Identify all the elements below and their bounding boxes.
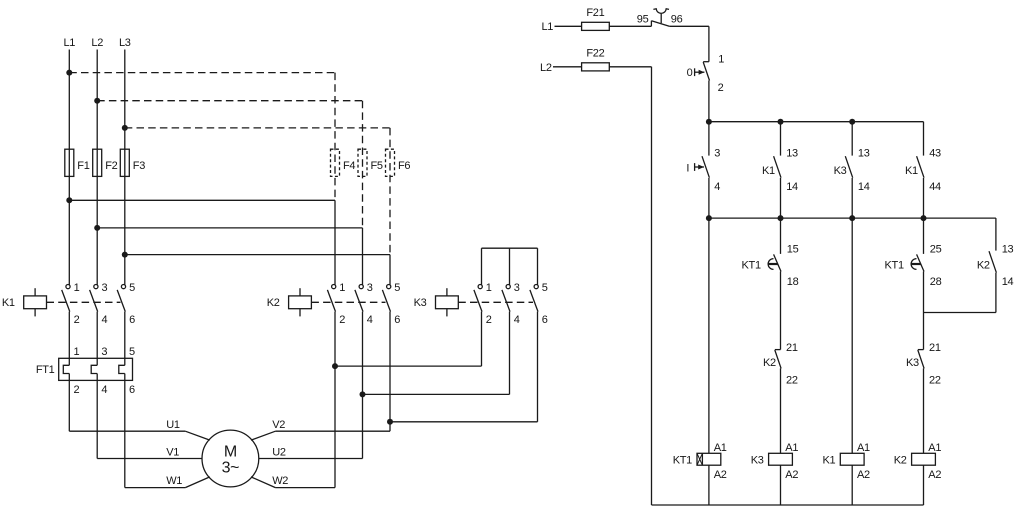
svg-text:13: 13 [1002,244,1014,256]
svg-text:14: 14 [786,181,798,193]
svg-text:1: 1 [74,282,80,294]
svg-text:A2: A2 [785,469,798,481]
svg-text:KT1: KT1 [885,259,904,271]
svg-text:KT1: KT1 [673,454,692,466]
svg-text:25: 25 [930,244,942,256]
svg-text:F5: F5 [371,160,383,172]
svg-text:4: 4 [102,314,108,326]
svg-text:F2: F2 [105,160,117,172]
svg-text:A2: A2 [714,469,727,481]
svg-text:K3: K3 [834,165,847,177]
svg-text:L1: L1 [63,37,75,49]
svg-text:KT1: KT1 [742,259,761,271]
svg-text:5: 5 [394,282,400,294]
svg-text:3: 3 [514,282,520,294]
svg-text:K2: K2 [763,357,776,369]
svg-text:44: 44 [929,181,941,193]
svg-text:3~: 3~ [222,459,240,476]
svg-text:F22: F22 [586,47,604,59]
svg-text:K2: K2 [267,297,280,309]
svg-text:F6: F6 [398,160,410,172]
svg-text:13: 13 [858,148,870,160]
svg-text:L3: L3 [119,37,131,49]
svg-text:W1: W1 [166,475,182,487]
svg-text:14: 14 [858,181,870,193]
svg-text:6: 6 [394,314,400,326]
svg-text:15: 15 [787,244,799,256]
svg-text:V1: V1 [166,446,179,458]
svg-text:28: 28 [930,276,942,288]
svg-text:U1: U1 [166,419,180,431]
svg-text:K3: K3 [751,454,764,466]
svg-text:A2: A2 [857,469,870,481]
svg-text:L2: L2 [91,37,103,49]
svg-text:V2: V2 [272,419,285,431]
svg-text:5: 5 [542,282,548,294]
svg-text:K1: K1 [822,454,835,466]
svg-text:K2: K2 [894,454,907,466]
svg-text:18: 18 [787,276,799,288]
svg-text:FT1: FT1 [36,364,55,376]
svg-text:L1: L1 [541,21,553,33]
svg-text:3: 3 [714,148,720,160]
svg-text:I: I [686,163,689,175]
svg-text:13: 13 [786,148,798,160]
svg-text:22: 22 [786,375,798,387]
svg-text:A1: A1 [785,442,798,454]
svg-text:6: 6 [129,314,135,326]
svg-text:2: 2 [339,314,345,326]
svg-text:A2: A2 [928,469,941,481]
svg-text:F3: F3 [133,160,145,172]
svg-text:4: 4 [514,314,520,326]
svg-text:A1: A1 [928,442,941,454]
svg-text:K3: K3 [414,297,427,309]
svg-text:0: 0 [687,67,693,79]
svg-text:M: M [224,443,237,460]
svg-text:1: 1 [339,282,345,294]
svg-text:2: 2 [718,82,724,94]
svg-text:W2: W2 [272,475,288,487]
svg-text:6: 6 [129,384,135,396]
svg-text:K1: K1 [762,165,775,177]
svg-text:14: 14 [1002,276,1014,288]
svg-text:4: 4 [367,314,373,326]
svg-text:4: 4 [101,384,107,396]
svg-text:2: 2 [74,384,80,396]
svg-text:1: 1 [718,54,724,66]
svg-text:K1: K1 [905,165,918,177]
svg-text:1: 1 [486,282,492,294]
svg-text:2: 2 [74,314,80,326]
svg-text:A1: A1 [857,442,870,454]
svg-text:4: 4 [714,181,720,193]
svg-text:6: 6 [542,314,548,326]
svg-text:F1: F1 [77,160,89,172]
svg-text:K2: K2 [977,259,990,271]
svg-text:U2: U2 [272,446,286,458]
svg-text:3: 3 [367,282,373,294]
svg-text:1: 1 [74,346,80,358]
svg-text:3: 3 [101,346,107,358]
svg-text:96: 96 [671,13,683,25]
svg-text:21: 21 [929,342,941,354]
svg-text:22: 22 [929,375,941,387]
svg-text:L2: L2 [540,62,552,74]
svg-text:2: 2 [486,314,492,326]
svg-text:21: 21 [786,342,798,354]
svg-text:F21: F21 [586,7,604,19]
svg-text:3: 3 [102,282,108,294]
svg-text:95: 95 [637,13,649,25]
svg-text:K3: K3 [906,357,919,369]
svg-text:F4: F4 [343,160,355,172]
svg-text:5: 5 [129,282,135,294]
svg-text:5: 5 [129,346,135,358]
svg-text:A1: A1 [714,442,727,454]
svg-text:K1: K1 [2,297,15,309]
svg-text:43: 43 [929,148,941,160]
